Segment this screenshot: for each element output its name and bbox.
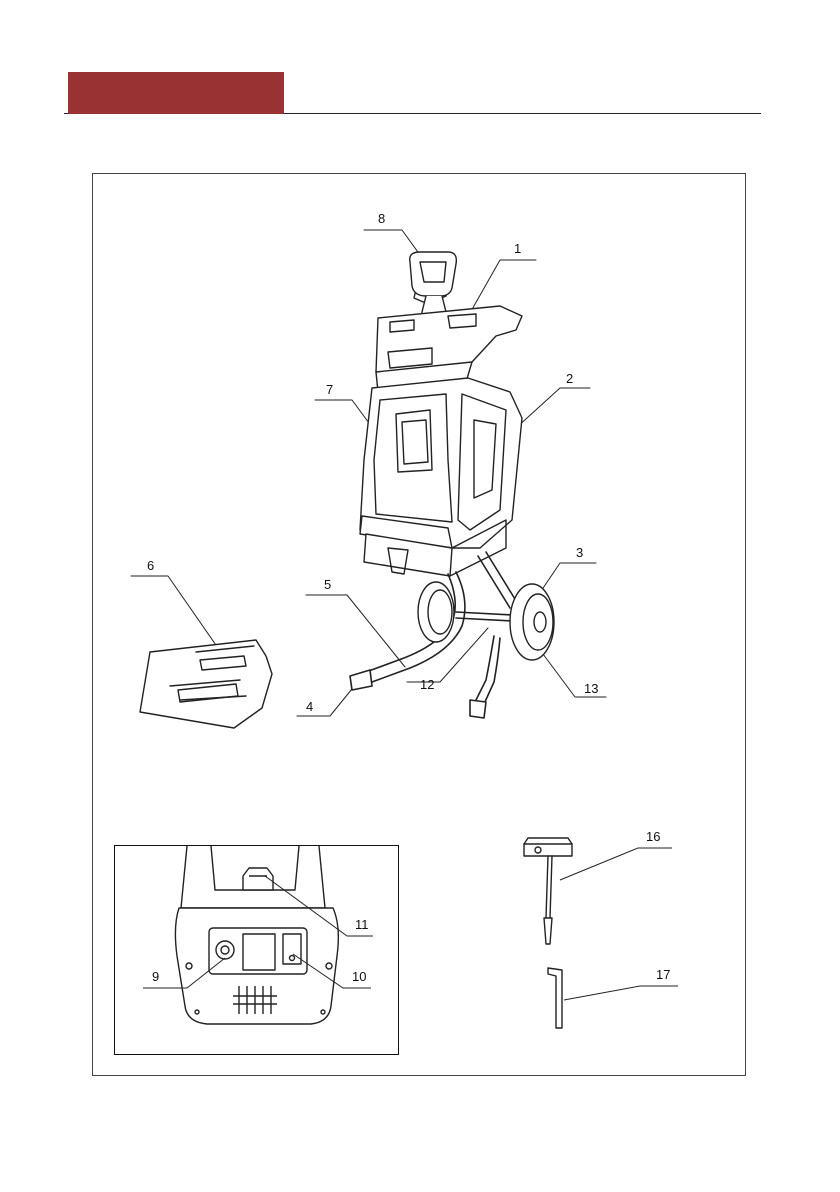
callout-9: 9 [152,970,159,984]
hex-key-tool [548,968,562,1028]
callout-8: 8 [378,212,385,226]
hopper-top [376,306,522,392]
control-panel-drawing [115,846,399,1055]
callout-16: 16 [646,830,660,844]
callout-17: 17 [656,968,670,982]
callout-11: 11 [355,918,369,932]
callout-2: 2 [566,372,573,386]
collection-bag [140,640,272,728]
callout-13: 13 [584,682,598,696]
shredder-body [360,378,522,576]
callout-6: 6 [147,559,154,573]
control-panel-inset [114,845,399,1055]
callout-10: 10 [352,970,366,984]
callout-3: 3 [576,546,583,560]
callout-5: 5 [324,578,331,592]
wheels [418,582,554,660]
socket-wrench-tool [524,838,572,944]
callout-12: 12 [420,678,434,692]
callout-7: 7 [326,383,333,397]
carry-handle [410,252,457,320]
callout-4: 4 [306,700,313,714]
callout-1: 1 [514,242,521,256]
